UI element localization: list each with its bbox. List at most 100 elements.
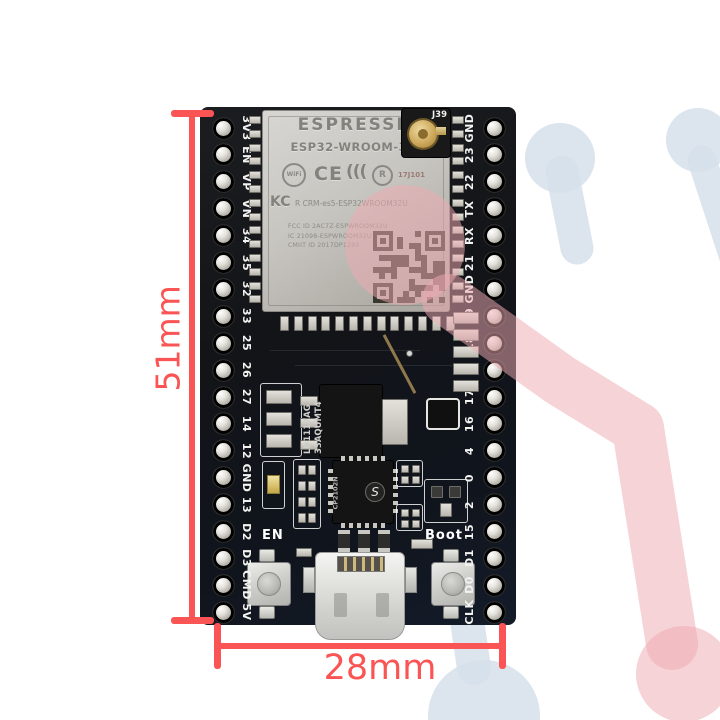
resistor [308, 481, 316, 491]
pin-hole [483, 225, 505, 247]
pin-label-clk: CLK [463, 599, 476, 625]
resistor-bank-outline [293, 459, 321, 529]
castellation-pad [249, 171, 261, 180]
button-lead [259, 606, 275, 619]
castellation-pad [452, 116, 464, 124]
pin-hole [483, 117, 505, 139]
antenna-trace [382, 334, 417, 394]
castellation-pad [452, 295, 464, 304]
en-button-cap [257, 572, 281, 596]
usb-shield-wing [303, 567, 315, 593]
castellation-pad [452, 129, 464, 138]
castellation-pad [452, 226, 464, 235]
pin-hole [212, 574, 234, 596]
pin-hole [483, 413, 505, 435]
width-dim-right-cap [499, 623, 506, 669]
width-dimension-label: 28mm [323, 648, 437, 688]
resistor [358, 530, 370, 552]
pad [449, 486, 461, 498]
pad [401, 465, 409, 473]
pad [431, 486, 443, 498]
cert-number: 17J101 [398, 171, 425, 179]
resistor [298, 497, 306, 507]
pin-label-5v: 5V [240, 603, 253, 621]
blue-node-icon [428, 660, 540, 720]
castellation-pad [307, 316, 317, 331]
castellation-pad [390, 316, 400, 331]
qr-finder [373, 283, 393, 303]
module-model: ESP32-WROOM-32U [290, 140, 426, 154]
castellation-pad [293, 316, 303, 331]
voltage-regulator-chip: LD1117AG 33AQUMT4 [303, 385, 382, 457]
regulator-leg [300, 440, 318, 450]
pin-hole [212, 332, 234, 354]
castellation-pad [452, 240, 464, 249]
pad [440, 503, 452, 517]
pin-hole [212, 601, 234, 623]
castellation-pad [321, 316, 331, 331]
castellation-pad [249, 143, 261, 152]
fcc-id-line: FCC ID 2AC7Z-ESPWROOM32U [288, 223, 388, 230]
castellation-pad [452, 281, 464, 290]
antenna-socket-pin [418, 129, 428, 139]
castellation-pad [452, 267, 464, 276]
boot-button-cap [441, 572, 465, 596]
castellation-pad [249, 157, 261, 166]
pin-hole [483, 467, 505, 489]
regulator-text: LD1117AG [303, 404, 313, 454]
wifi-logo-icon: WiFi [282, 163, 306, 187]
pin-hole [212, 440, 234, 462]
height-dim-bottom-cap [171, 617, 214, 624]
pin-hole [212, 198, 234, 220]
castellation-pad [453, 363, 479, 375]
pin-hole [212, 521, 234, 542]
chip-pins [393, 469, 398, 515]
capacitor [266, 412, 292, 426]
castellation-pad [453, 380, 479, 392]
esp32-devkit-board: ESPRESSIF ESP32-WROOM-32U WiFi CE ((( R … [200, 107, 516, 640]
resistor [338, 530, 350, 552]
via [406, 350, 413, 357]
pin-hole [483, 198, 505, 220]
castellation-pad [452, 171, 464, 180]
usb-slot [376, 593, 389, 617]
castellation-pad [452, 185, 464, 193]
height-dim-line [189, 112, 195, 624]
capacitor [266, 390, 292, 404]
pin-hole [483, 171, 505, 193]
pin-hole [212, 252, 234, 273]
qr-finder [373, 231, 393, 251]
pin-hole [483, 386, 505, 408]
button-lead [259, 549, 275, 562]
pin-hole [483, 547, 505, 569]
pin-hole [483, 601, 505, 623]
cmiit-line: CMIIT ID 2017DP1293 [288, 242, 360, 249]
castellation-pad [452, 254, 464, 262]
pin-hole [212, 386, 234, 408]
castellation-pad [452, 157, 464, 166]
ic-line: IC 21098-ESPWROOM32U [288, 232, 372, 240]
regulator-tab [382, 399, 408, 445]
pin-hole [483, 305, 505, 327]
led-outline [262, 461, 285, 509]
castellation-pad [249, 254, 261, 262]
pcb-trace [270, 350, 420, 351]
qr-finder [425, 231, 445, 251]
module-brand: ESPRESSIF [297, 115, 419, 135]
antenna-socket-tab [436, 127, 446, 135]
pin-hole [212, 225, 234, 247]
micro-usb-connector [315, 552, 405, 640]
pin-hole [483, 252, 505, 273]
usb-shield-wing [405, 567, 417, 593]
resistor [298, 481, 306, 491]
castellation-pad [453, 312, 479, 324]
castellation-pad [431, 316, 441, 331]
castellation-pad [249, 198, 261, 207]
castellation-pad [453, 346, 479, 358]
pin-hole [212, 413, 234, 435]
pin-hole [212, 144, 234, 166]
pad [401, 520, 409, 528]
power-led [267, 475, 280, 494]
